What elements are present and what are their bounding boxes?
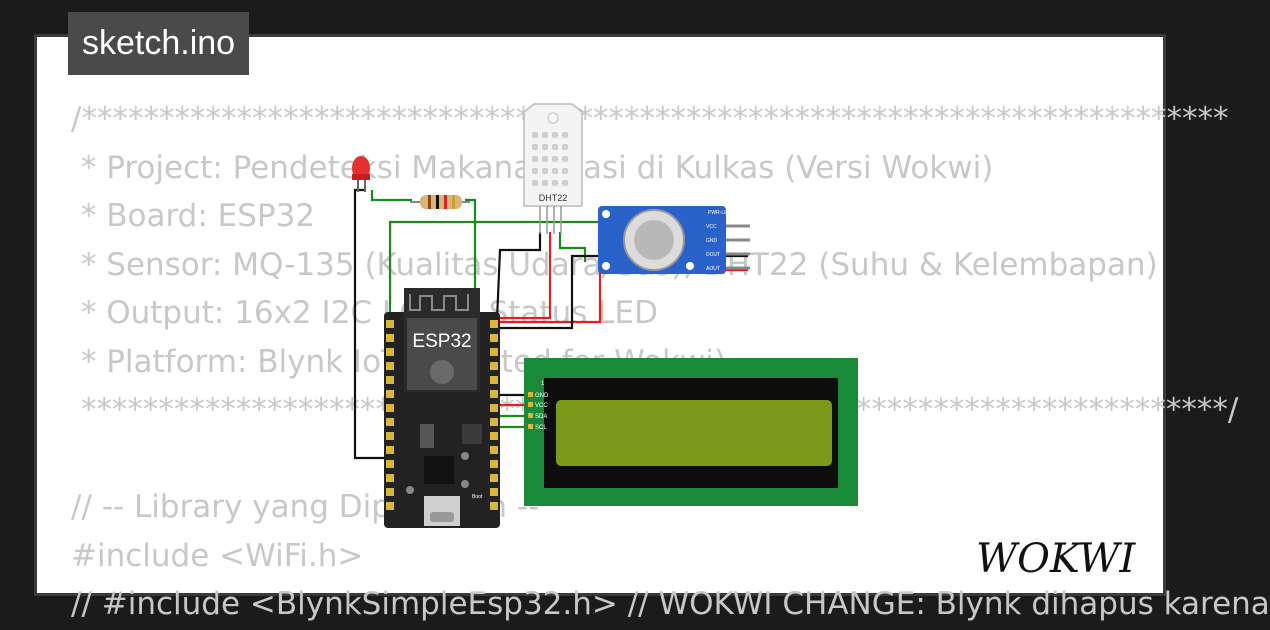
boot-label: Boot [472, 494, 483, 500]
resistor[interactable] [410, 195, 470, 209]
mq-pin-aout: AOUT [706, 266, 720, 272]
esp32-board[interactable]: ESP32 Boot [384, 288, 500, 528]
led-wire-black [353, 188, 392, 460]
dht22-sensor[interactable]: DHT22 [523, 103, 583, 234]
wokwi-logo[interactable]: WOKWI [976, 534, 1146, 582]
lcd-pin-sda: SDA [535, 414, 547, 420]
lcd-pin-index: 1 [541, 381, 545, 387]
file-tab[interactable]: sketch.ino [68, 12, 250, 75]
code-line: /***************************************… [71, 101, 1229, 137]
code-line: * Sensor: MQ-135 (Kualitas Udara/Gas), D… [80, 246, 1158, 283]
lcd-pin-scl: SCL [535, 425, 547, 431]
dht-wire-black [495, 232, 542, 321]
dht-wire-red [490, 232, 552, 320]
code-line: // #include <BlynkSimpleEsp32.h> // WOKW… [71, 586, 1270, 622]
wokwi-logo-text: WOKWI [976, 536, 1136, 582]
code-line: * Board: ESP32 [71, 198, 316, 234]
mq135-sensor[interactable]: PWR-LED VCC GND DOUT AOUT [598, 206, 750, 274]
lcd-16x2[interactable]: 1 GND VCC SDA SCL [524, 358, 858, 506]
circuit-diagram: DHT22 PWR-LED VCC GND DOUT AOUT ESP32 [352, 103, 858, 528]
esp32-label: ESP32 [412, 331, 471, 352]
dht22-label: DHT22 [539, 193, 568, 203]
status-led[interactable] [352, 156, 370, 192]
mq-pin-dout: DOUT [706, 252, 720, 258]
code-line: * Output: 16x2 I2C LCD & Status LED [71, 295, 658, 331]
mq-pwr-label: PWR-LED [708, 210, 731, 216]
lcd-pin-vcc: VCC [535, 403, 548, 409]
mq-pin-gnd: GND [706, 238, 718, 244]
code-line: #include <WiFi.h> [71, 537, 364, 574]
led-wire-green [370, 190, 412, 202]
mq-pin-vcc: VCC [706, 224, 717, 230]
lcd-pin-gnd: GND [535, 393, 549, 399]
